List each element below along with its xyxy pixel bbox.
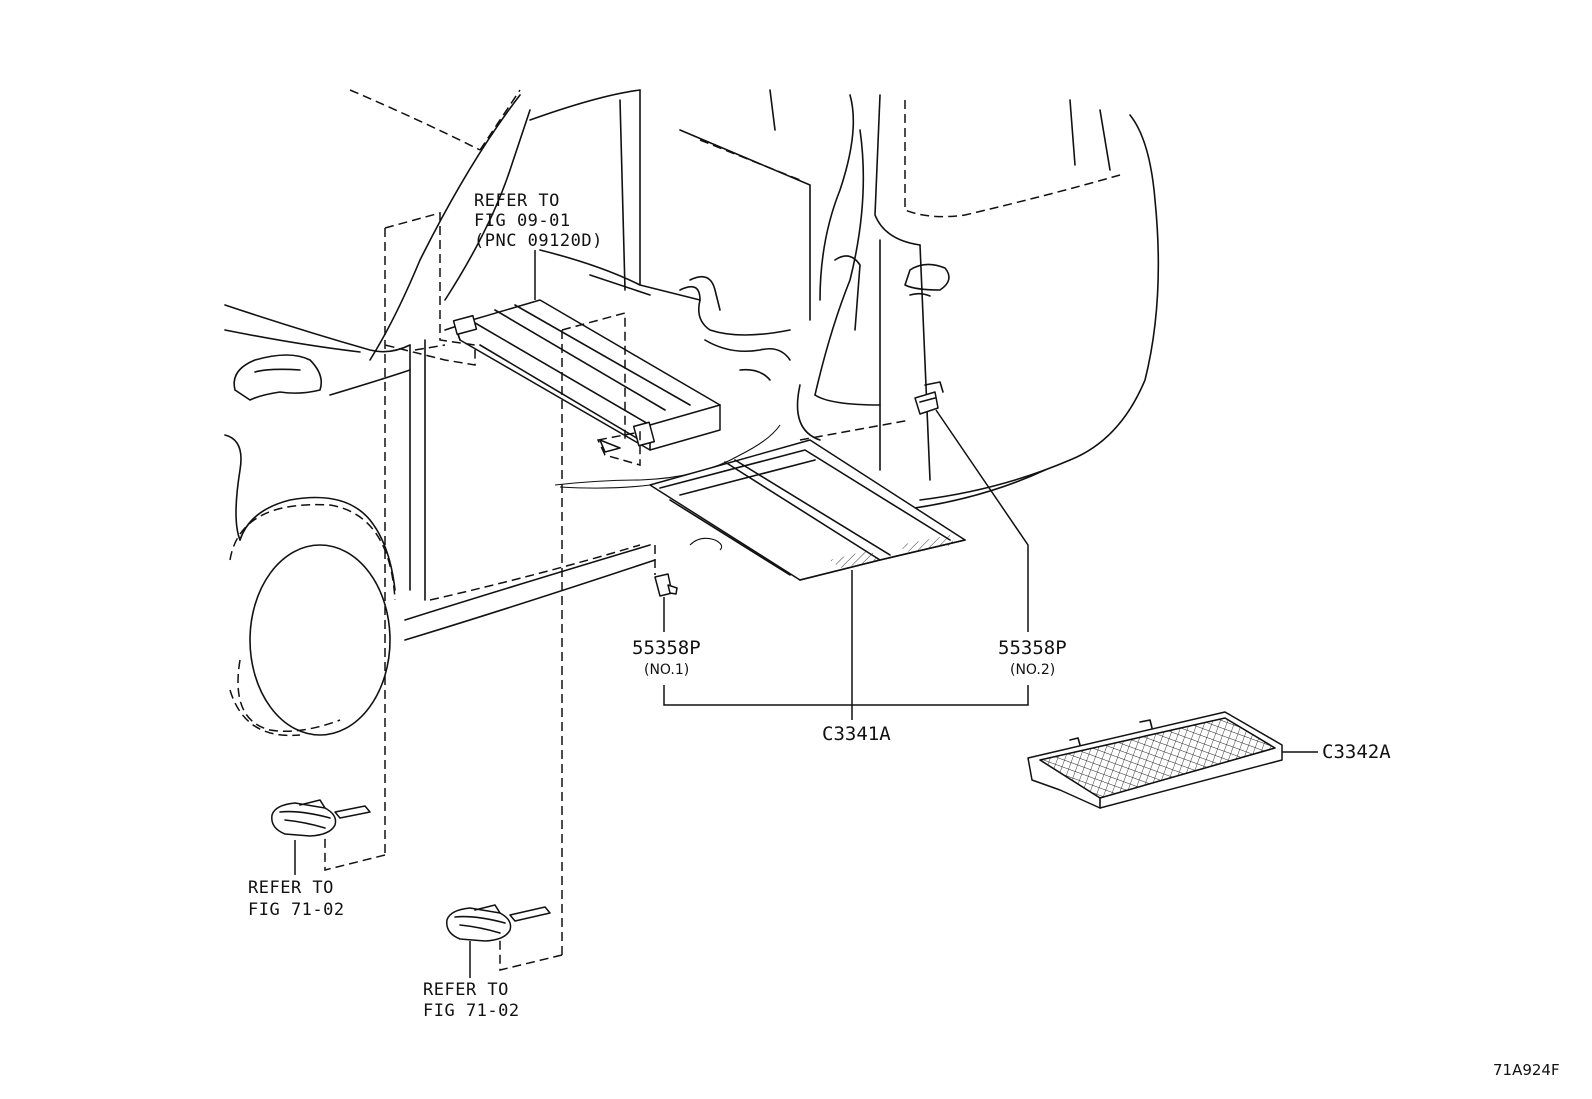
ref-top-line3: (PNC 09120D) [474,231,603,251]
ref-bottom-line1: REFER TO [423,980,509,1000]
ref-left-line2: FIG 71-02 [248,900,345,920]
courtesy-lamp-left [271,799,371,837]
vehicle-body [224,89,1160,737]
reference-dashed-boxes [324,212,656,971]
part-number-assembly: C3341A [822,723,891,745]
ref-top-line1: REFER TO [474,191,560,211]
leader-lines [294,250,1318,978]
ref-bottom-line2: FIG 71-02 [423,1001,520,1021]
part-number-clip-no2: 55358P [998,637,1067,659]
part-clip-no2-sub: (NO.2) [1010,662,1055,678]
part-number-mat: C3342A [1322,741,1391,763]
storage-box-assembly [452,299,721,453]
ref-top-line2: FIG 09-01 [474,211,571,231]
cargo-mat [1027,711,1283,809]
clip-no1 [654,573,678,597]
part-clip-no1-sub: (NO.1) [644,662,689,678]
figure-code: 71A924F [1493,1061,1560,1079]
part-number-clip-no1: 55358P [632,637,701,659]
clip-no2 [914,381,944,415]
ref-left-line1: REFER TO [248,878,334,898]
courtesy-lamp-bottom [446,904,551,942]
floor-mat-assembly [649,439,966,581]
